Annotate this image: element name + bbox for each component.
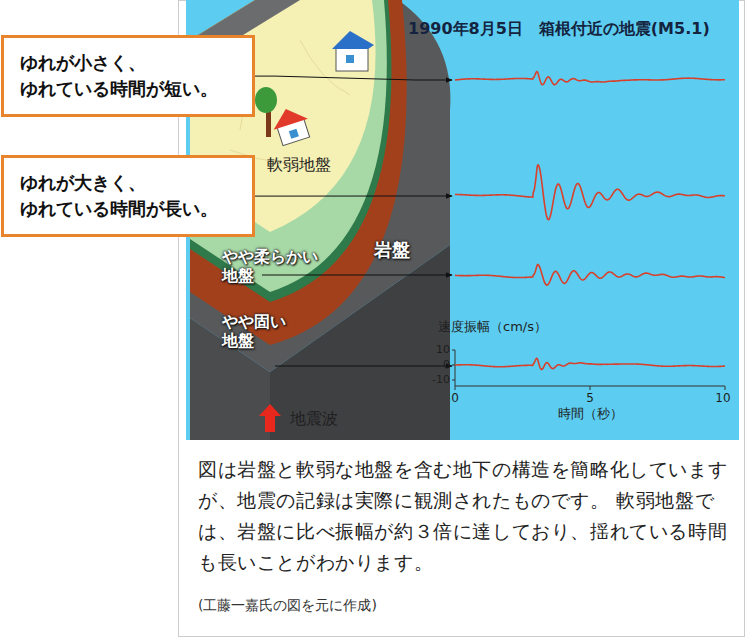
tick-label: -10: [432, 373, 450, 386]
seismic-arrow: [259, 404, 281, 432]
leader-line: [255, 196, 452, 197]
caption: 図は岩盤と軟弱な地盤を含む地下の構造を簡略化していますが、地震の記録は実際に観測…: [198, 454, 732, 578]
house-wall: [336, 47, 368, 71]
house-window: [346, 55, 354, 63]
callout-text: ゆれが大きく、 ゆれている時間が長い。: [20, 170, 236, 222]
tick-label: 5: [586, 391, 594, 405]
text-line: やや柔らかい: [222, 247, 318, 266]
waveform: [455, 265, 725, 286]
layer-label: 軟弱地盤: [267, 155, 331, 174]
callout-box: ゆれが小さく、 ゆれている時間が短い。: [1, 35, 255, 117]
text-line: やや固い: [222, 312, 286, 331]
tick-label: 10: [715, 391, 730, 405]
waveform: [455, 71, 725, 84]
waveform: [455, 358, 725, 369]
layer-label: 岩盤: [374, 239, 410, 261]
chart-title: 1990年8月5日 箱根付近の地震(M5.1): [408, 19, 710, 38]
source-note: (工藤一嘉氏の図を元に作成): [198, 597, 377, 614]
text-line: ゆれている時間が長い。: [20, 196, 236, 222]
text-line: ゆれが小さく、: [20, 50, 236, 76]
axis-ticks: [452, 350, 725, 390]
waveform: [455, 165, 725, 220]
layer-label: やや固い 地盤: [222, 312, 286, 350]
tick-label: 0: [443, 358, 450, 371]
tick-label: 0: [451, 391, 459, 405]
tree-crown: [255, 87, 277, 113]
amplitude-axis: [455, 350, 456, 386]
frame: [179, 1, 745, 637]
callout-text: ゆれが小さく、 ゆれている時間が短い。: [20, 50, 236, 102]
leader-line: [262, 275, 452, 276]
text-line: ゆれが大きく、: [20, 170, 236, 196]
house-roof: [332, 31, 374, 49]
house-window: [289, 129, 299, 139]
house-roof: [269, 103, 308, 129]
axis-title: 時間（秒）: [558, 406, 623, 422]
tilted-house: [269, 103, 314, 146]
callout-leaders: [255, 76, 452, 196]
sky-panel: [186, 0, 739, 440]
text-line: ゆれている時間が短い。: [20, 76, 236, 102]
layer-label: やや柔らかい 地盤: [222, 247, 318, 285]
house: [332, 31, 374, 71]
callout-box: ゆれが大きく、 ゆれている時間が長い。: [1, 155, 255, 237]
tick-label: 10: [436, 343, 450, 356]
text-line: 地盤: [222, 331, 286, 350]
leader-line: [275, 366, 452, 367]
axis-title: 速度振幅（cm/s）: [438, 319, 547, 335]
leader-line: [255, 76, 452, 80]
rock-top-strip: [190, 0, 300, 40]
text-line: 地盤: [222, 266, 318, 285]
arrow-label: 地震波: [290, 409, 338, 428]
